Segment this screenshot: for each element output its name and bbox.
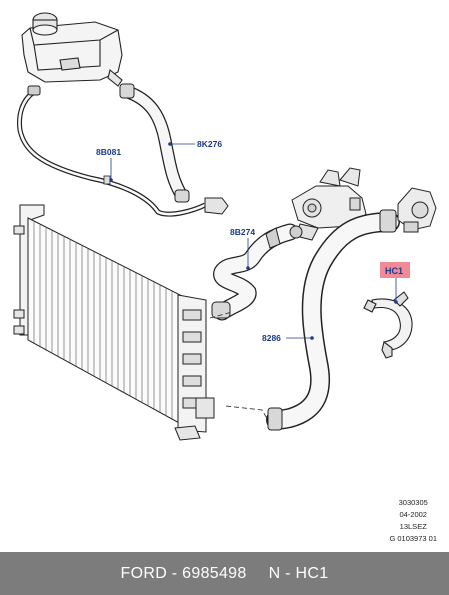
- callout-8286: 8286: [262, 333, 281, 343]
- footer-reference: N - HC1: [268, 564, 329, 582]
- drawing-code: 13LSEZ: [399, 522, 427, 531]
- footer-part-number: FORD - 6985498: [120, 564, 247, 582]
- outlet-fitting: [397, 187, 437, 233]
- callout-8b274: 8B274: [230, 227, 255, 237]
- hose-8k276: [119, 83, 190, 203]
- drawing-id: 3030305: [398, 498, 428, 507]
- thermostat-housing: [291, 167, 367, 241]
- callout-8b081: 8B081: [96, 147, 121, 157]
- leader-lines: [109, 142, 398, 340]
- footer-bar: FORD - 6985498 N - HC1: [0, 552, 449, 595]
- parts-diagram: 8B081 8K276 8B274 8286 HC1: [13, 12, 437, 441]
- hc1-highlight: [380, 262, 410, 278]
- radiator: [13, 204, 215, 441]
- expansion-tank: [21, 12, 123, 87]
- callout-hc1: HC1: [385, 266, 403, 276]
- drawing-number: G 0103973 01: [389, 534, 437, 543]
- callout-8k276: 8K276: [197, 139, 222, 149]
- clip-hc1: [363, 291, 413, 359]
- hose-8b274: [211, 223, 303, 321]
- drawing-date: 04-2002: [399, 510, 427, 519]
- hose-8b081: [17, 85, 229, 217]
- hose-8286: [209, 209, 400, 431]
- drawing-reference: 3030305 04-2002 13LSEZ G 0103973 01: [389, 497, 437, 545]
